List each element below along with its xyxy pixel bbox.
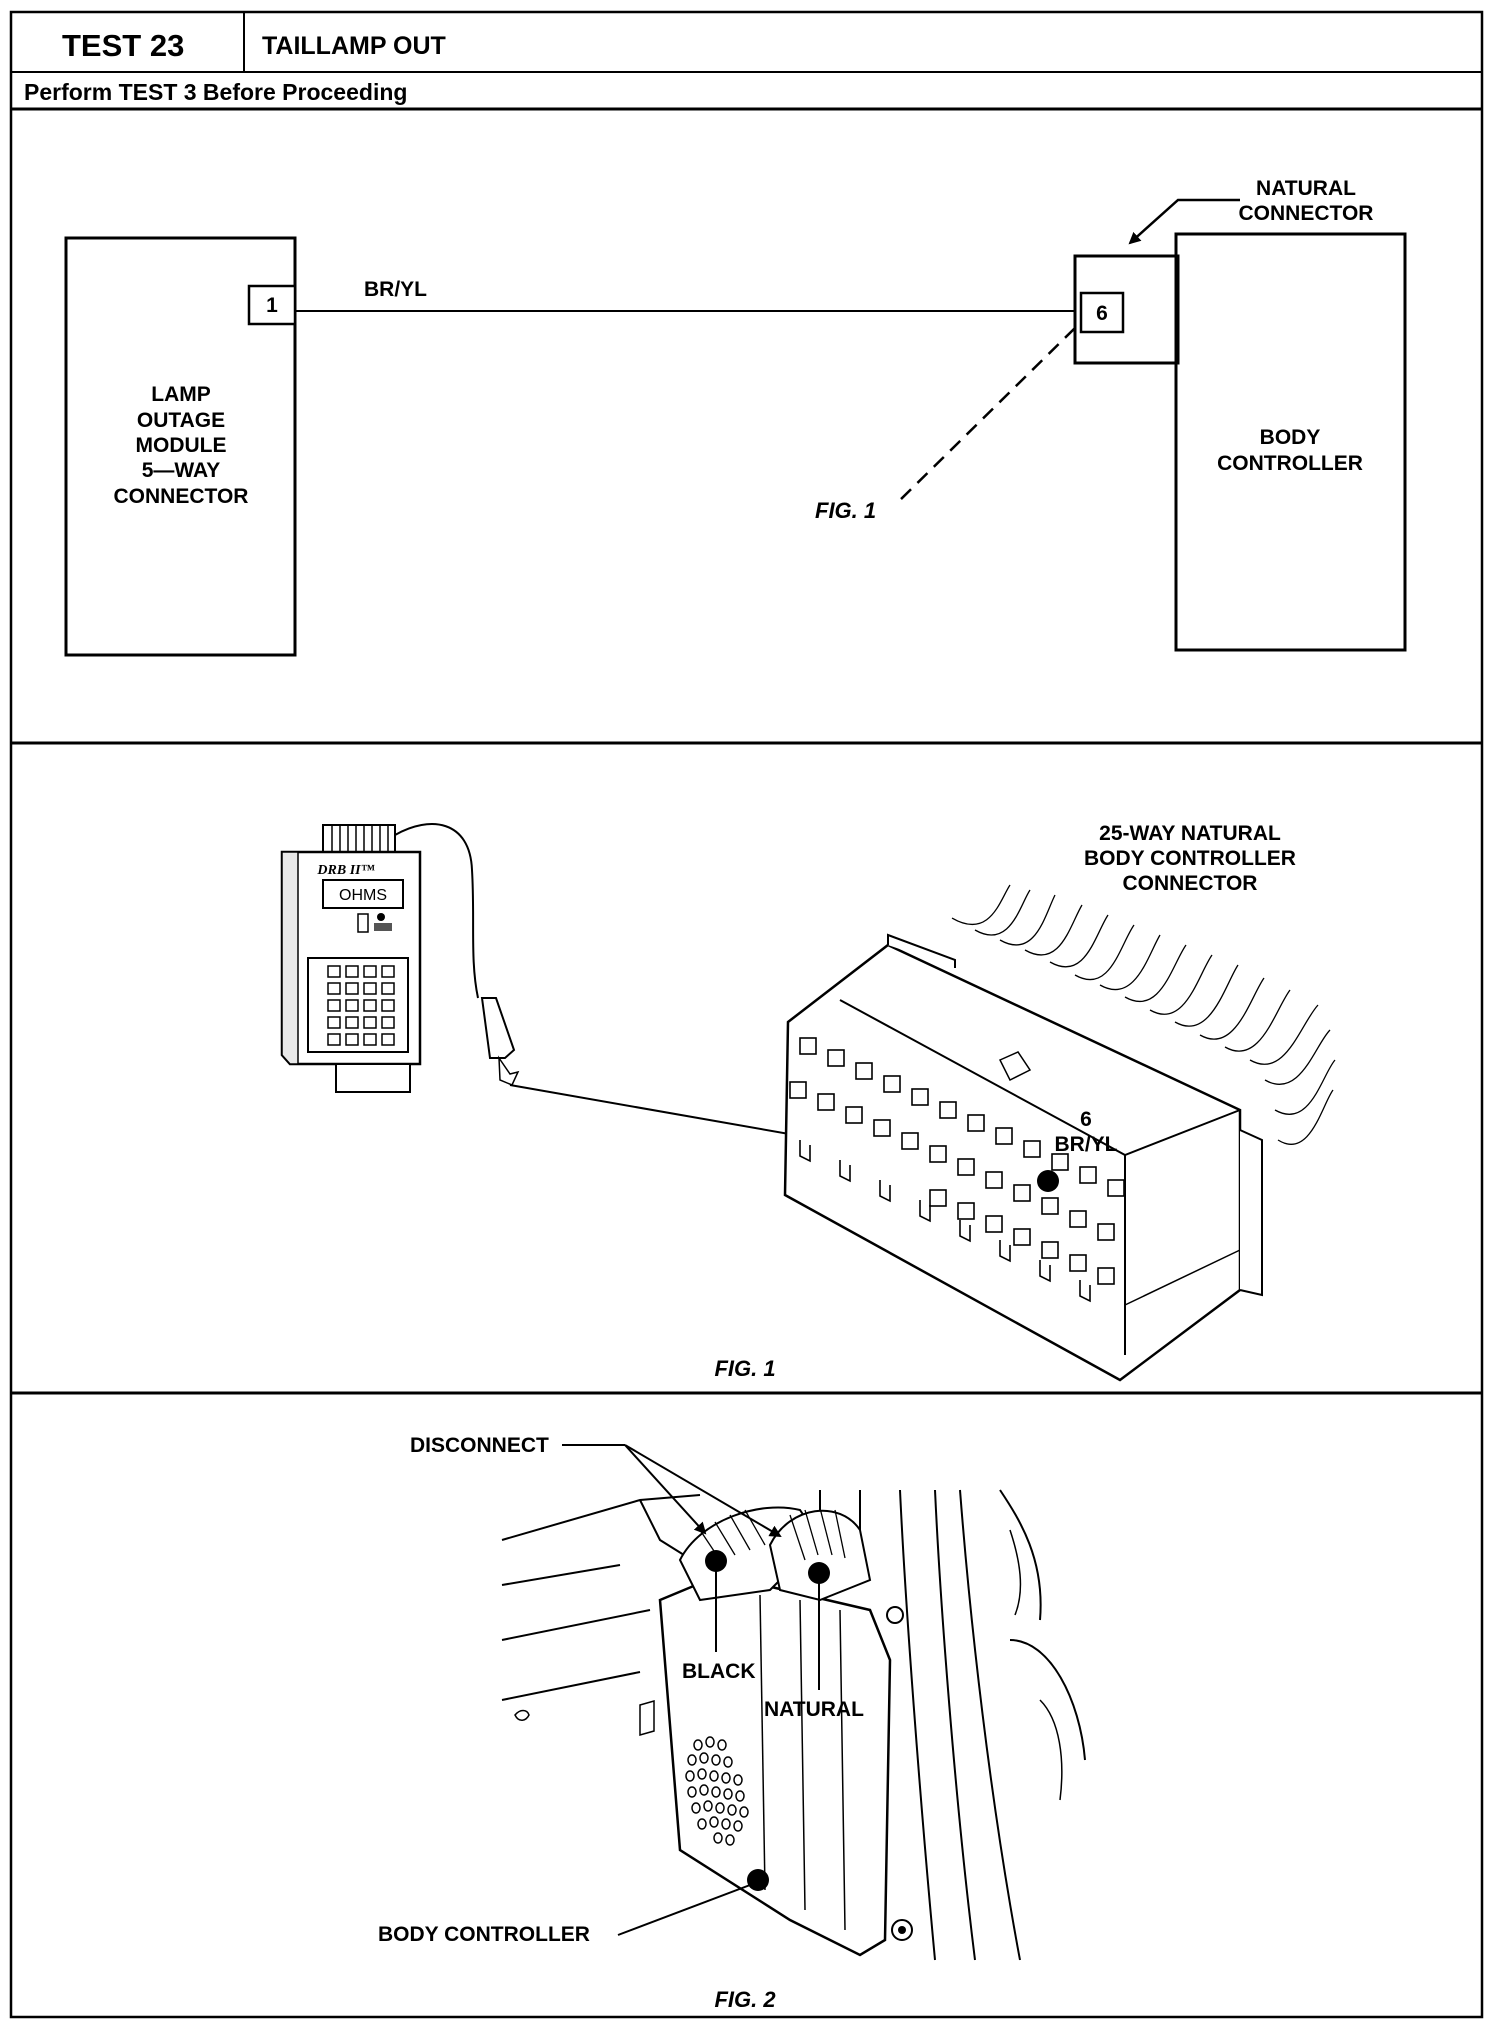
lamp-outage-label-1: LAMP	[151, 383, 211, 406]
left-pin-box	[247, 284, 297, 326]
natural-label: NATURAL	[764, 1698, 864, 1721]
prerequisite-note: Perform TEST 3 Before Proceeding	[24, 79, 407, 105]
disconnect-label: DISCONNECT	[410, 1434, 549, 1457]
figure1-caption: FIG. 1	[714, 1356, 775, 1381]
body-controller-box	[1174, 232, 1407, 652]
fig1-dashed-leader	[894, 327, 1076, 506]
lamp-outage-label-5: CONNECTOR	[114, 485, 249, 508]
connector-title-1: 25-WAY NATURAL	[1099, 822, 1281, 845]
lamp-outage-module-box	[64, 236, 297, 657]
test-title: TAILLAMP OUT	[262, 32, 446, 60]
body-controller-leader	[617, 1881, 759, 1936]
disconnect-leader-black	[624, 1444, 707, 1535]
tester-brand: DRB II™	[316, 863, 374, 878]
black-label: BLACK	[682, 1660, 756, 1683]
body-controller-illustration	[501, 1489, 1086, 1961]
connector-25way-illustration	[783, 884, 1336, 1382]
natural-connector-label-2: CONNECTOR	[1239, 202, 1374, 225]
test-number: TEST 23	[62, 28, 184, 63]
natural-connector-arrow	[1128, 198, 1240, 245]
figure1-panel: DRB II™ OHMS	[11, 822, 1482, 1395]
pin-6-wire-color: BR/YL	[1055, 1133, 1118, 1156]
lamp-outage-label-2: OUTAGE	[137, 409, 225, 432]
tester-display-ohms: OHMS	[339, 887, 387, 904]
lamp-outage-label-4: 5—WAY	[142, 459, 221, 482]
wire-color-label: BR/YL	[364, 278, 427, 301]
connector-title-3: CONNECTOR	[1123, 872, 1258, 895]
lamp-outage-label-3: MODULE	[136, 434, 227, 457]
pin-6-number: 6	[1080, 1108, 1092, 1131]
figure2-panel: DISCONNECT BLACK NATURAL BODY CONTROLLER…	[378, 1434, 1086, 2012]
disconnect-leader-natural	[624, 1444, 782, 1538]
schematic-panel: 1 LAMP OUTAGE MODULE 5—WAY CONNECTOR BR/…	[11, 177, 1482, 745]
fig1-reference: FIG. 1	[815, 498, 876, 523]
right-pin-number: 6	[1096, 302, 1108, 325]
header: TEST 23 TAILLAMP OUT Perform TEST 3 Befo…	[9, 10, 1484, 2019]
drb-tester-illustration	[280, 823, 520, 1093]
body-controller-label: BODY CONTROLLER	[378, 1923, 590, 1946]
figure2-caption: FIG. 2	[714, 1987, 776, 2012]
page-border	[9, 10, 1484, 2019]
left-pin-number: 1	[266, 294, 278, 317]
body-controller-label-1: BODY	[1260, 426, 1321, 449]
right-pin-box	[1079, 291, 1125, 334]
natural-connector-label-1: NATURAL	[1256, 177, 1356, 200]
body-controller-label-2: CONTROLLER	[1217, 452, 1363, 475]
natural-connector-box	[1073, 254, 1180, 365]
connector-title-2: BODY CONTROLLER	[1084, 847, 1296, 870]
